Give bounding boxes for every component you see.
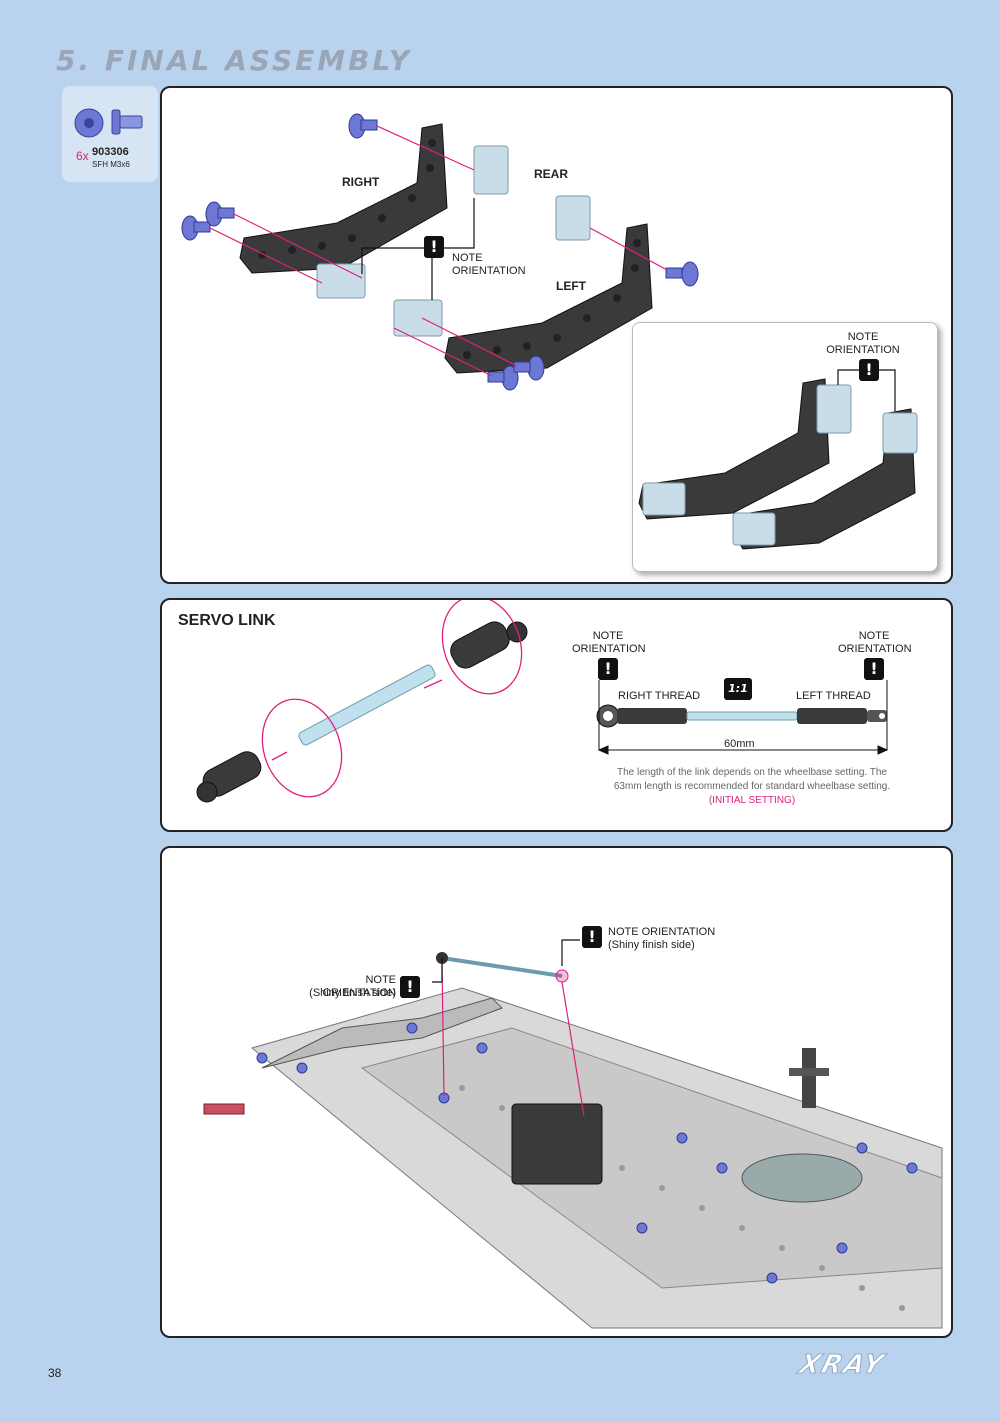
note-right-1: NOTE xyxy=(858,630,890,642)
servo-link-illustration xyxy=(196,600,889,803)
warning-a-icon: ! xyxy=(400,976,420,998)
note-a-1: NOTE ORIENTATION xyxy=(322,974,396,999)
label-right: RIGHT xyxy=(342,175,380,189)
warning-b-icon: ! xyxy=(582,926,602,948)
section-title: 5. FINAL ASSEMBLY xyxy=(56,44,413,77)
panel-chassis: ! NOTE ORIENTATION (Shiny finish side) !… xyxy=(160,846,953,1338)
parts-box: 6x 903306 SFH M3x6 xyxy=(62,86,158,182)
desc-line2: 63mm length is recommended for standard … xyxy=(613,781,891,792)
note-line1: NOTE xyxy=(452,252,483,264)
left-thread-label: LEFT THREAD xyxy=(796,690,871,702)
scale-badge: 1:1 xyxy=(724,678,752,700)
right-thread-label: RIGHT THREAD xyxy=(618,690,701,702)
length-label: 60mm xyxy=(724,738,755,750)
inset-note-line2: ORIENTATION xyxy=(826,344,900,356)
desc-line1: The length of the link depends on the wh… xyxy=(616,767,887,778)
part-number: 903306 xyxy=(92,146,129,158)
inset-result: NOTE ORIENTATION ! xyxy=(632,322,938,572)
inset-warning-icon: ! xyxy=(859,359,879,381)
part-desc: SFH M3x6 xyxy=(92,160,130,169)
warning-left-icon: ! xyxy=(598,658,618,680)
note-line2: ORIENTATION xyxy=(452,265,526,277)
label-rear: REAR xyxy=(534,167,569,181)
label-left: LEFT xyxy=(556,279,586,293)
note-left-2: ORIENTATION xyxy=(572,643,646,655)
note-right-2: ORIENTATION xyxy=(838,643,912,655)
screw-icon xyxy=(74,108,143,138)
page-number: 38 xyxy=(48,1366,62,1380)
inset-note-line1: NOTE xyxy=(847,331,879,343)
mount-exploded-illustration xyxy=(181,113,699,391)
inset-illustration xyxy=(638,369,918,550)
panel-servo-link: SERVO LINK xyxy=(160,598,953,832)
brand-logo: XRAY xyxy=(795,1350,889,1381)
warning-right-icon: ! xyxy=(864,658,884,680)
note-b-1: NOTE ORIENTATION xyxy=(608,926,716,938)
initial-setting: (INITIAL SETTING) xyxy=(708,795,796,806)
part-qty: 6x xyxy=(76,149,89,163)
chassis-illustration xyxy=(203,939,943,1329)
note-b-2: (Shiny finish side) xyxy=(608,939,695,951)
note-left-1: NOTE xyxy=(592,630,624,642)
panel-mount-assembly: RIGHT REAR LEFT ! NOTE ORIENTATION NOTE … xyxy=(160,86,953,584)
servo-link-title: SERVO LINK xyxy=(178,612,276,629)
warning-icon: ! xyxy=(424,236,444,258)
note-a-2: (Shiny finish side) xyxy=(309,987,396,999)
